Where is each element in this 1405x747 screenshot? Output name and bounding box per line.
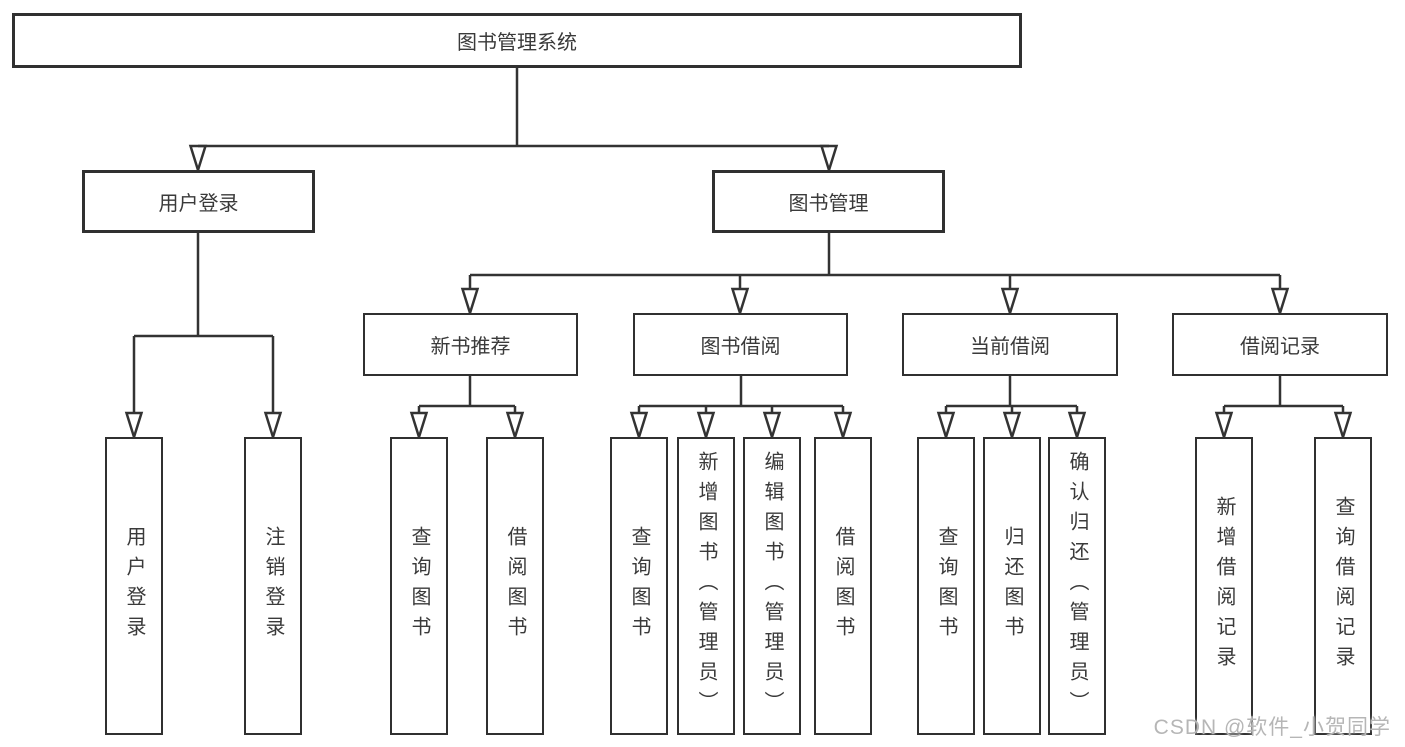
leaf-label: 新增图书（管理员） (695, 451, 717, 721)
leaf-label: 新增借阅记录 (1213, 496, 1235, 676)
node-new-book-recommend: 新书推荐 (363, 313, 578, 376)
node-book-borrowing: 图书借阅 (633, 313, 848, 376)
leaf-borrow-books-recommend: 借阅图书 (486, 437, 544, 735)
leaf-query-books-current: 查询图书 (917, 437, 975, 735)
leaf-label: 用户登录 (123, 526, 145, 646)
node-label: 借阅记录 (1240, 336, 1320, 358)
leaf-query-books-recommend: 查询图书 (390, 437, 448, 735)
leaf-borrow-books: 借阅图书 (814, 437, 872, 735)
leaf-label: 归还图书 (1001, 526, 1023, 646)
node-user-login: 用户登录 (82, 170, 315, 233)
leaf-label: 借阅图书 (832, 526, 854, 646)
node-borrowing-records: 借阅记录 (1172, 313, 1388, 376)
node-label: 图书借阅 (700, 336, 781, 358)
leaf-query-borrow-record: 查询借阅记录 (1314, 437, 1372, 735)
node-label: 用户登录 (158, 193, 239, 215)
leaf-label: 查询图书 (408, 526, 430, 646)
leaf-label: 查询图书 (628, 526, 650, 646)
node-label: 图书管理系统 (457, 32, 577, 54)
leaf-label: 编辑图书（管理员） (761, 451, 783, 721)
node-current-borrowing: 当前借阅 (902, 313, 1118, 376)
leaf-return-books: 归还图书 (983, 437, 1041, 735)
leaf-query-books-borrowing: 查询图书 (610, 437, 668, 735)
node-label: 新书推荐 (430, 336, 511, 358)
leaf-user-login: 用户登录 (105, 437, 163, 735)
leaf-label: 查询图书 (935, 526, 957, 646)
leaf-label: 查询借阅记录 (1332, 496, 1354, 676)
leaf-edit-books-admin: 编辑图书（管理员） (743, 437, 801, 735)
leaf-label: 注销登录 (262, 526, 284, 646)
node-book-management: 图书管理 (712, 170, 945, 233)
leaf-label: 借阅图书 (504, 526, 526, 646)
leaf-logout-login: 注销登录 (244, 437, 302, 735)
node-label: 图书管理 (788, 193, 869, 215)
leaf-add-books-admin: 新增图书（管理员） (677, 437, 735, 735)
csdn-watermark: CSDN @软件_小贺同学 (1153, 716, 1391, 739)
leaf-add-borrow-record: 新增借阅记录 (1195, 437, 1253, 735)
node-label: 当前借阅 (970, 336, 1050, 358)
leaf-label: 确认归还（管理员） (1066, 451, 1088, 721)
leaf-confirm-return-admin: 确认归还（管理员） (1048, 437, 1106, 735)
node-library-management-system: 图书管理系统 (12, 13, 1022, 68)
